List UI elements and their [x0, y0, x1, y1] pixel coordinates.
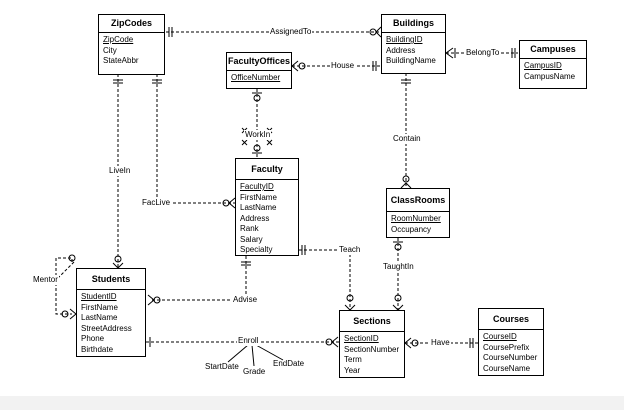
- entity-title: Buildings: [382, 15, 445, 33]
- rel-belongto: BelongTo: [465, 48, 501, 58]
- entity-attr: Salary: [240, 234, 263, 244]
- entity-attr: SectionNumber: [344, 344, 400, 354]
- entity-attr: Occupancy: [391, 224, 432, 234]
- entity-attr: FirstName: [240, 192, 277, 202]
- entity-attr: City: [103, 45, 117, 55]
- entity-title: Students: [77, 269, 145, 290]
- entity-attr: LastName: [81, 313, 118, 322]
- entity-attr: Address: [386, 45, 416, 55]
- entity-attr: Term: [344, 355, 362, 364]
- primary-key-attr: OfficeNumber: [231, 73, 281, 82]
- primary-key-attr: CourseID: [483, 332, 517, 341]
- entity-attr: Specialty: [240, 245, 273, 254]
- rel-mentor: Mentor: [32, 275, 59, 285]
- rel-faclive: FacLive: [141, 198, 172, 208]
- entity-title: Faculty: [236, 159, 298, 180]
- entity-title: Campuses: [520, 41, 586, 59]
- entity-title: ZipCodes: [99, 15, 164, 33]
- entity-attr: Rank: [240, 224, 259, 233]
- rel-taughtin: TaughtIn: [382, 262, 415, 272]
- entity-attr: StreetAddress: [81, 323, 132, 333]
- entity-attr: Birthdate: [81, 344, 114, 354]
- entity-attr: FirstName: [81, 302, 118, 312]
- entity-attr: Phone: [81, 334, 105, 343]
- rel-enroll: Enroll: [237, 336, 260, 346]
- entity-title: FacultyOffices: [227, 53, 291, 71]
- entity-facultyoffices[interactable]: FacultyOffices OfficeNumber: [226, 52, 292, 89]
- line-mentor: [55, 257, 73, 315]
- bottom-band: [0, 396, 624, 410]
- rel-contain: Contain: [392, 134, 422, 144]
- primary-key-attr: ZipCode: [103, 35, 134, 44]
- rel-have: Have: [430, 338, 451, 348]
- attr-grade: Grade: [243, 367, 266, 376]
- rel-house: House: [330, 61, 356, 71]
- primary-key-attr: StudentID: [81, 292, 117, 301]
- line-mentor-diag1: [55, 261, 75, 281]
- entity-title: Courses: [479, 309, 543, 330]
- entity-attr: Address: [240, 213, 270, 223]
- primary-key-attr: BuildingID: [386, 35, 423, 44]
- line-faclive: [156, 74, 235, 204]
- entity-attr: LastName: [240, 203, 277, 212]
- entity-attr: CampusName: [524, 71, 576, 81]
- entity-attr: StateAbbr: [103, 56, 139, 65]
- line-advise: [150, 256, 247, 301]
- attr-enddate: EndDate: [273, 359, 305, 368]
- attr-list: OfficeNumber: [227, 71, 291, 86]
- entity-attr: CourseName: [483, 363, 531, 373]
- primary-key-attr: SectionID: [344, 334, 379, 343]
- rel-livein: LiveIn: [108, 166, 132, 176]
- rel-assignedto: AssignedTo: [269, 27, 313, 37]
- primary-key-attr: FacultyID: [240, 182, 274, 191]
- entity-attr: BuildingName: [386, 56, 436, 65]
- line-teach: [299, 249, 351, 310]
- entity-attr: CoursePrefix: [483, 342, 530, 352]
- primary-key-attr: CampusID: [524, 61, 562, 70]
- primary-key-attr: RoomNumber: [391, 214, 441, 223]
- rel-advise: Advise: [232, 295, 259, 305]
- rel-teach: Teach: [338, 245, 362, 255]
- entity-title: Sections: [340, 311, 404, 332]
- rel-workin: WorkIn: [244, 130, 272, 140]
- attr-startdate: StartDate: [205, 362, 239, 371]
- entity-attr: Year: [344, 365, 361, 375]
- entity-title: ClassRooms: [387, 189, 449, 212]
- entity-attr: CourseNumber: [483, 353, 538, 362]
